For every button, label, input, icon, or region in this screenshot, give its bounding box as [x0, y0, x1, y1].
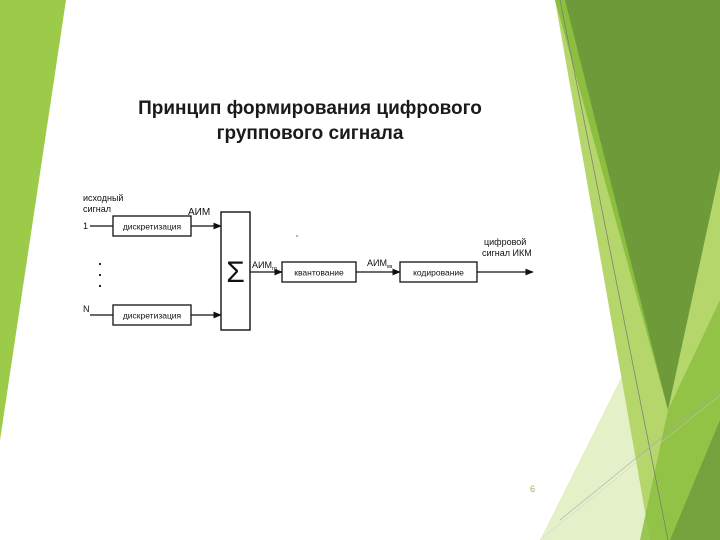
sampling-block-1-label: дискретизация — [123, 222, 182, 232]
aim-group-label: АИМгр — [252, 260, 277, 272]
slide-title: Принцип формирования цифрового групповог… — [60, 96, 560, 146]
ellipsis-dot — [98, 262, 102, 266]
title-line-2: группового сигнала — [216, 123, 404, 144]
stray-dot — [296, 235, 298, 237]
sum-symbol: Σ — [226, 256, 245, 289]
left-green-wedge — [0, 0, 66, 440]
input-index-n: N — [83, 304, 90, 314]
title-line-1: Принцип формирования цифрового — [138, 98, 482, 119]
ellipsis-dot — [98, 284, 102, 288]
thin-line-3 — [539, 394, 720, 540]
aim-quantized-label: АИМкв — [367, 258, 392, 270]
input-index-1: 1 — [83, 221, 88, 231]
ellipsis-dot — [98, 273, 102, 277]
quantization-block-label: квантование — [294, 268, 344, 278]
thin-line-1 — [559, 0, 669, 540]
source-label-line2: сигнал — [83, 204, 111, 214]
thin-line-2 — [559, 389, 720, 521]
output-label-line1: цифровой — [484, 237, 526, 247]
sampling-block-2-label: дискретизация — [123, 311, 182, 321]
output-label-line2: сигнал ИКМ — [482, 248, 532, 258]
aim-label: АИМ — [188, 207, 210, 218]
coding-block-label: кодирование — [413, 268, 464, 278]
sum-block — [220, 211, 251, 331]
page-number: 6 — [530, 484, 536, 494]
right-corner-shape — [670, 420, 720, 540]
source-label-line1: исходный — [83, 193, 123, 203]
right-dark-shape — [565, 0, 720, 410]
